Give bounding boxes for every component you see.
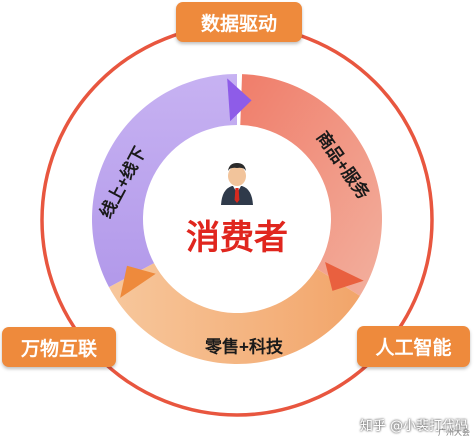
outer-label-left: 万物互联 [2, 327, 116, 367]
outer-label-top: 数据驱动 [176, 2, 302, 42]
center-label: 消费者 [186, 219, 288, 257]
center-disk [143, 125, 331, 313]
segment-label-bottom: 零售+科技 [204, 336, 284, 356]
watermark: 知乎 @小裴打代码 [359, 419, 468, 434]
segment-left [91, 74, 237, 288]
segment-right [240, 74, 382, 296]
arrow-head-right [325, 261, 364, 291]
outer-label-right: 人工智能 [357, 326, 470, 367]
segment-bottom [108, 263, 360, 364]
arrow-head-top [227, 78, 252, 122]
businessman-icon [221, 163, 253, 205]
watermark-mark: 广州大会 [438, 428, 470, 437]
arrow-head-bottom [120, 265, 156, 298]
